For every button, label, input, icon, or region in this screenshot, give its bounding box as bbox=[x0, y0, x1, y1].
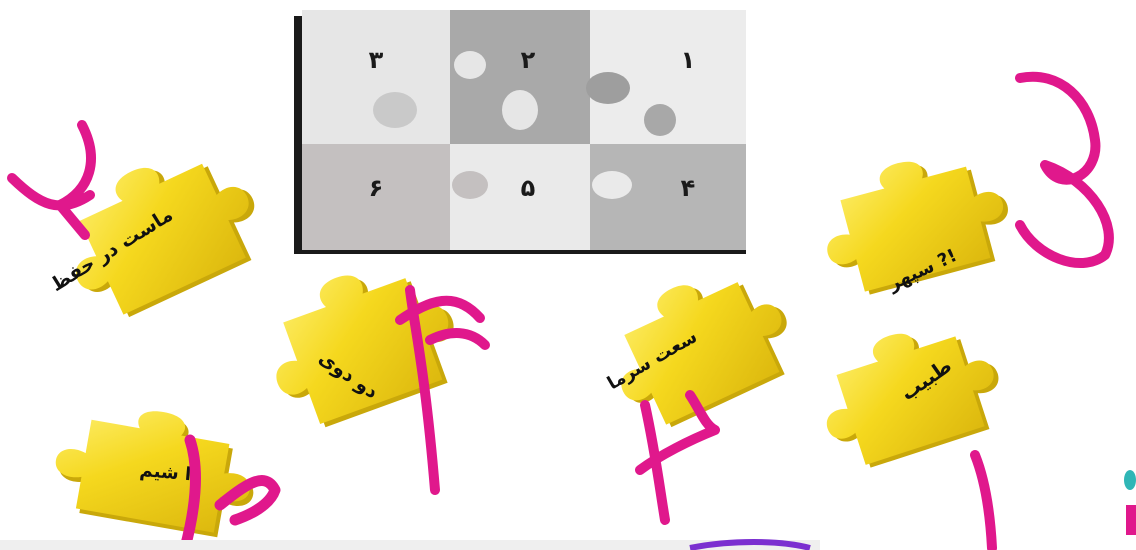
board-number-2: ۲ bbox=[521, 46, 536, 74]
puzzle-board: ۳ ۲ ۱ ۶ ۵ ۴ bbox=[294, 10, 746, 254]
board-cell-3 bbox=[302, 10, 450, 144]
board-knob bbox=[644, 104, 676, 136]
board-knob bbox=[452, 171, 488, 199]
handwritten-answer-2 bbox=[12, 125, 91, 235]
board-knob bbox=[373, 92, 417, 128]
board-number-4: ۴ bbox=[681, 174, 696, 202]
board-knob bbox=[454, 51, 486, 79]
handwritten-answer-5 bbox=[1020, 77, 1109, 263]
board-number-5: ۵ bbox=[521, 174, 536, 202]
piece-label: ا شیم bbox=[139, 460, 192, 485]
edge-mark bbox=[1126, 505, 1136, 535]
board-knob bbox=[502, 90, 538, 130]
handwritten-answer-1 bbox=[975, 455, 992, 548]
board-knob bbox=[586, 72, 630, 104]
board-number-6: ۶ bbox=[369, 174, 384, 202]
board-number-3: ۳ bbox=[369, 46, 384, 74]
edge-mark bbox=[1124, 470, 1136, 490]
board-number-1: ۱ bbox=[681, 46, 696, 74]
board-knob bbox=[592, 171, 632, 199]
